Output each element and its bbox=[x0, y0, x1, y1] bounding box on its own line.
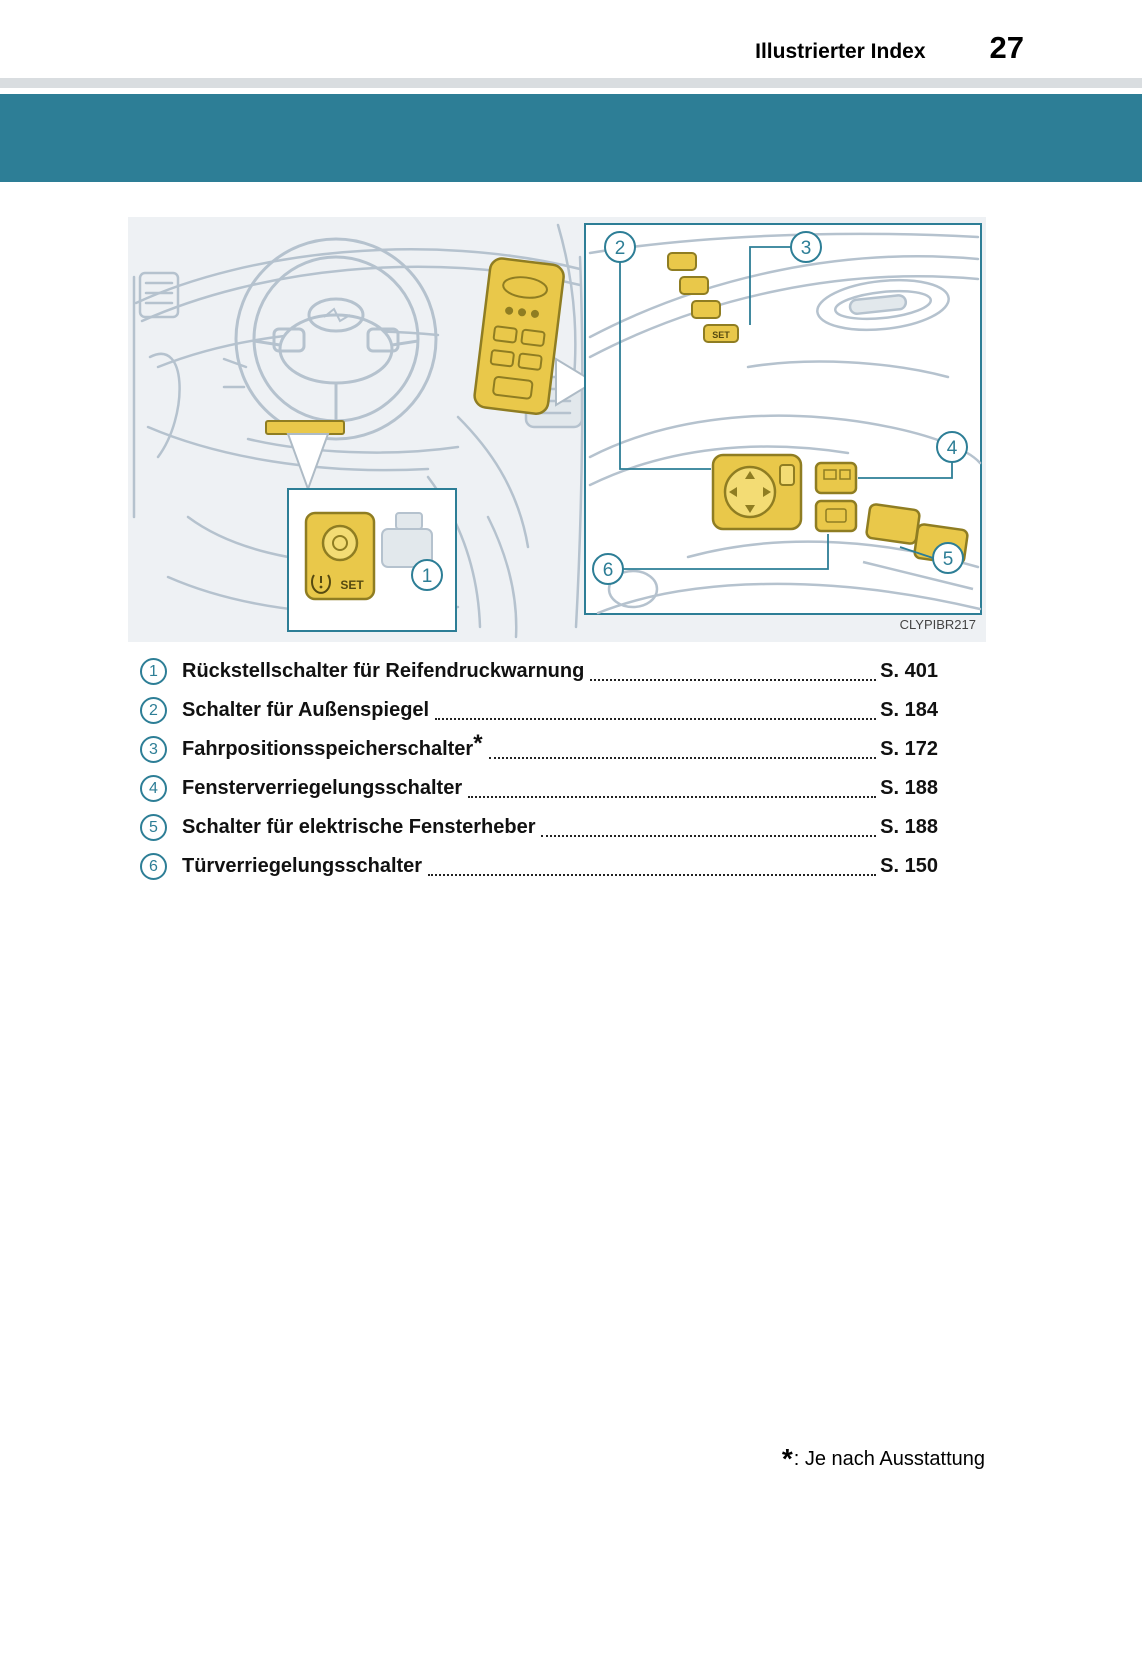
svg-text:3: 3 bbox=[801, 238, 812, 259]
svg-text:6: 6 bbox=[603, 560, 614, 581]
door-switch-panel-highlight bbox=[473, 257, 565, 415]
figure-code: CLYPIBR217 bbox=[900, 617, 976, 632]
car-interior-diagram: SET bbox=[128, 217, 986, 642]
adjacent-switch bbox=[395, 512, 423, 530]
legend-list: 1 Rückstellschalter für Reifendruckwarnu… bbox=[140, 652, 938, 886]
item-page-ref: S. 172 bbox=[880, 738, 938, 760]
tire-pressure-icon bbox=[311, 574, 331, 594]
page-number: 27 bbox=[989, 30, 1024, 65]
footnote: *: Je nach Ausstattung bbox=[781, 1440, 985, 1474]
item-number-badge: 4 bbox=[140, 775, 167, 802]
legend-item-2: 2 Schalter für Außenspiegel S. 184 bbox=[140, 691, 938, 730]
item-label: Fahrpositionsspeicherschalter* bbox=[182, 730, 483, 761]
steering-wheel bbox=[234, 237, 438, 441]
footnote-text: : Je nach Ausstattung bbox=[793, 1448, 985, 1470]
item-asterisk: * bbox=[473, 730, 483, 757]
lock-switches bbox=[814, 461, 858, 533]
dot-leader bbox=[541, 835, 877, 837]
header-rule bbox=[0, 78, 1142, 88]
door-panel-inset: SET bbox=[584, 223, 982, 615]
section-title: Illustrierter Index bbox=[755, 40, 926, 63]
item-page-ref: S. 188 bbox=[880, 777, 938, 799]
illustration-figure: SET bbox=[128, 217, 986, 642]
svg-text:4: 4 bbox=[947, 438, 958, 459]
item-page-ref: S. 184 bbox=[880, 699, 938, 721]
callout-6: 6 bbox=[592, 553, 624, 585]
svg-text:1: 1 bbox=[422, 566, 433, 587]
legend-item-3: 3 Fahrpositionsspeicherschalter* S. 172 bbox=[140, 730, 938, 769]
item-page-ref: S. 150 bbox=[880, 855, 938, 877]
pointer-callout-triangle bbox=[286, 433, 330, 492]
item-number-badge: 2 bbox=[140, 697, 167, 724]
set-label: SET bbox=[340, 578, 364, 592]
svg-text:2: 2 bbox=[615, 238, 626, 259]
page-header: Illustrierter Index 27 bbox=[0, 0, 1142, 66]
dot-leader bbox=[435, 718, 877, 720]
legend-item-4: 4 Fensterverriegelungsschalter S. 188 bbox=[140, 769, 938, 808]
callout-3: 3 bbox=[790, 231, 822, 263]
item-page-ref: S. 188 bbox=[880, 816, 938, 838]
legend-item-6: 6 Türverriegelungsschalter S. 150 bbox=[140, 847, 938, 886]
callout-leader-lines bbox=[619, 246, 953, 570]
dot-leader bbox=[590, 679, 877, 681]
item-label: Schalter für Außenspiegel bbox=[182, 699, 430, 721]
item-number-badge: 5 bbox=[140, 814, 167, 841]
item-label: Schalter für elektrische Fensterheber bbox=[182, 816, 536, 838]
item-label: Fensterverriegelungsschalter bbox=[182, 777, 463, 799]
callout-4: 4 bbox=[936, 431, 968, 463]
chapter-banner bbox=[0, 94, 1142, 182]
dot-leader bbox=[428, 874, 877, 876]
item-number-badge: 6 bbox=[140, 853, 167, 880]
tpms-switch-location bbox=[265, 420, 345, 435]
item-label: Türverriegelungsschalter bbox=[182, 855, 423, 877]
callout-1: 1 bbox=[411, 559, 443, 591]
svg-text:5: 5 bbox=[943, 549, 954, 570]
memory-set-label: SET bbox=[712, 330, 730, 340]
dot-leader bbox=[468, 796, 877, 798]
mirror-switch bbox=[711, 453, 803, 531]
item-number-badge: 1 bbox=[140, 658, 167, 685]
zoom-arrow bbox=[555, 357, 596, 407]
callout-5: 5 bbox=[932, 542, 964, 574]
memory-switches: SET bbox=[667, 252, 739, 343]
legend-item-5: 5 Schalter für elektrische Fensterheber … bbox=[140, 808, 938, 847]
callout-2: 2 bbox=[604, 231, 636, 263]
footnote-asterisk: * bbox=[781, 1443, 793, 1474]
item-page-ref: S. 401 bbox=[880, 660, 938, 682]
item-label: Rückstellschalter für Reifendruckwarnung bbox=[182, 660, 585, 682]
legend-item-1: 1 Rückstellschalter für Reifendruckwarnu… bbox=[140, 652, 938, 691]
dot-leader bbox=[488, 757, 877, 759]
item-number-badge: 3 bbox=[140, 736, 167, 763]
